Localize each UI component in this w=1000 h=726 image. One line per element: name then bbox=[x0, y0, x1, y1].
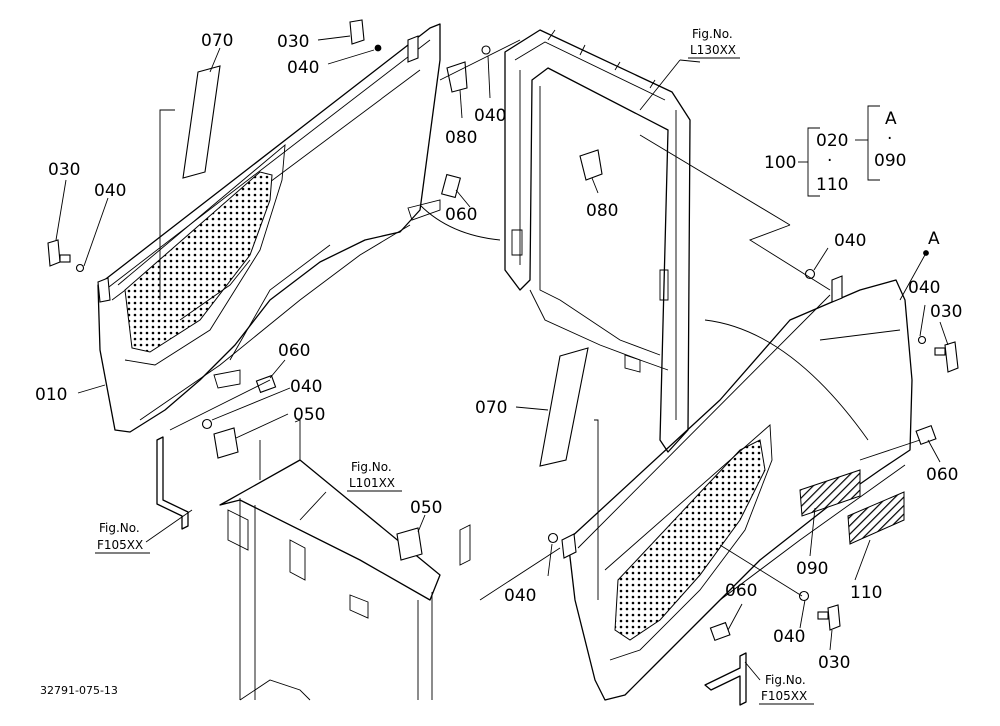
washer-040-d bbox=[547, 532, 559, 544]
callout-060-upper: 060 bbox=[445, 205, 477, 225]
pad-070-lower bbox=[539, 347, 589, 467]
catch-050-b bbox=[396, 527, 423, 561]
kit-separator-2: · bbox=[887, 129, 892, 149]
callout-060-right: 060 bbox=[926, 465, 958, 485]
callout-060-lower: 060 bbox=[725, 581, 757, 601]
pad-070-upper bbox=[182, 65, 221, 179]
stopper-060-a bbox=[440, 173, 462, 199]
callout-070-upper: 070 bbox=[201, 31, 233, 51]
kit-separator-1: · bbox=[827, 151, 832, 171]
callout-050-right: 050 bbox=[410, 498, 442, 518]
bolt-030-left bbox=[47, 239, 85, 273]
callout-010: 010 bbox=[35, 385, 67, 405]
fig-f105-left-line1: Fig.No. bbox=[99, 521, 140, 535]
drawing-number: 32791-075-13 bbox=[40, 684, 118, 697]
fig-l130-line2: L130XX bbox=[690, 43, 736, 57]
catch-050-a bbox=[213, 427, 239, 459]
callout-030-bottom: 030 bbox=[818, 653, 850, 673]
kit-item-110: 110 bbox=[816, 175, 848, 195]
bolt-030-right-upper bbox=[917, 335, 959, 373]
figure-references: Fig.No. L130XX Fig.No. F105XX Fig.No. L1… bbox=[95, 27, 814, 705]
fig-f105-right-line1: Fig.No. bbox=[765, 673, 806, 687]
callout-080-frame: 080 bbox=[586, 201, 618, 221]
callout-050-left: 050 bbox=[293, 405, 325, 425]
kit-parent-100: 100 bbox=[764, 153, 796, 173]
kit-sub-marker-a: A bbox=[885, 109, 897, 129]
callout-080-upper: 080 bbox=[445, 128, 477, 148]
washer-040-e bbox=[798, 590, 810, 602]
stopper-060-b bbox=[255, 374, 277, 394]
callout-040-top: 040 bbox=[287, 58, 319, 78]
bolt-030-top bbox=[349, 19, 382, 52]
kit-group-brackets bbox=[798, 105, 880, 197]
callout-040-bottom: 040 bbox=[773, 627, 805, 647]
washer-040-a bbox=[481, 45, 491, 55]
callout-040-mid: 040 bbox=[290, 377, 322, 397]
callout-070-lower: 070 bbox=[475, 398, 507, 418]
left-door-panel bbox=[97, 23, 441, 433]
reference-mark-a: A bbox=[928, 229, 940, 249]
callout-040-frame: 040 bbox=[474, 106, 506, 126]
fig-f105-left-line2: F105XX bbox=[97, 538, 143, 552]
callout-030-top: 030 bbox=[277, 32, 309, 52]
bolt-030-right-lower bbox=[817, 604, 841, 631]
callout-040-lower: 040 bbox=[504, 586, 536, 606]
decal-110 bbox=[847, 491, 905, 545]
callout-090: 090 bbox=[796, 559, 828, 579]
fig-l130-line1: Fig.No. bbox=[692, 27, 733, 41]
fig-l101-line2: L101XX bbox=[349, 476, 395, 490]
cab-frame bbox=[504, 29, 691, 453]
callout-040-right-mid: 040 bbox=[834, 231, 866, 251]
callout-040-right-upper: 040 bbox=[908, 278, 940, 298]
callout-060-left: 060 bbox=[278, 341, 310, 361]
callout-030-left: 030 bbox=[48, 160, 80, 180]
right-bracket bbox=[704, 652, 747, 706]
callout-110: 110 bbox=[850, 583, 882, 603]
fig-f105-right-line2: F105XX bbox=[761, 689, 807, 703]
decal-090 bbox=[799, 469, 861, 517]
kit-sub-item-090: 090 bbox=[874, 151, 906, 171]
fig-l101-line1: Fig.No. bbox=[351, 460, 392, 474]
callout-040-left: 040 bbox=[94, 181, 126, 201]
clip-080-a bbox=[446, 61, 468, 93]
right-door-panel bbox=[561, 275, 913, 701]
clip-080-b bbox=[579, 149, 603, 181]
kit-item-020: 020 bbox=[816, 131, 848, 151]
leader-lines bbox=[55, 35, 949, 681]
washer-040-b bbox=[201, 418, 213, 430]
left-bracket bbox=[156, 436, 189, 530]
kit-group: 100 020 · 110 A · 090 bbox=[764, 109, 906, 195]
stopper-060-d bbox=[709, 621, 731, 642]
lower-frame bbox=[219, 419, 471, 701]
callout-labels: 070 030 040 080 040 030 040 060 080 010 … bbox=[35, 31, 962, 673]
callout-030-right-upper: 030 bbox=[930, 302, 962, 322]
stopper-060-c bbox=[915, 424, 937, 446]
